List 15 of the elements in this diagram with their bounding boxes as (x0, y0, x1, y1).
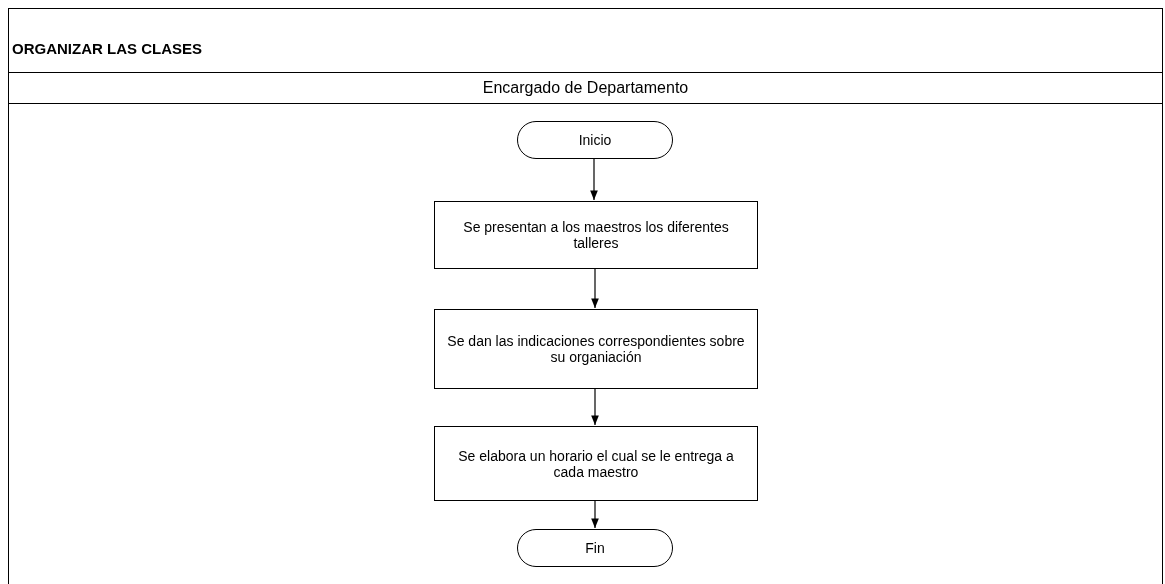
arrow (590, 157, 598, 201)
arrow (591, 387, 599, 426)
swimlane (8, 72, 1163, 584)
node-text: Se elabora un horario el cual se le entrega a cada maestro (457, 447, 735, 480)
diagram-title: ORGANIZAR LAS CLASES (8, 8, 1163, 72)
process-box (434, 201, 758, 269)
lane-header: Encargado de Departamento (9, 73, 1162, 104)
arrow (591, 499, 599, 529)
node-text: Fin (585, 540, 605, 556)
arrow (591, 267, 599, 309)
process-box (434, 426, 758, 501)
node-text: Se presentan a los maestros los diferentes talleres (462, 219, 730, 251)
node-text: Se dan las indicaciones correspondientes sobre su organiación (446, 333, 746, 365)
node-text: Inicio (578, 132, 612, 148)
process-box (434, 309, 758, 389)
